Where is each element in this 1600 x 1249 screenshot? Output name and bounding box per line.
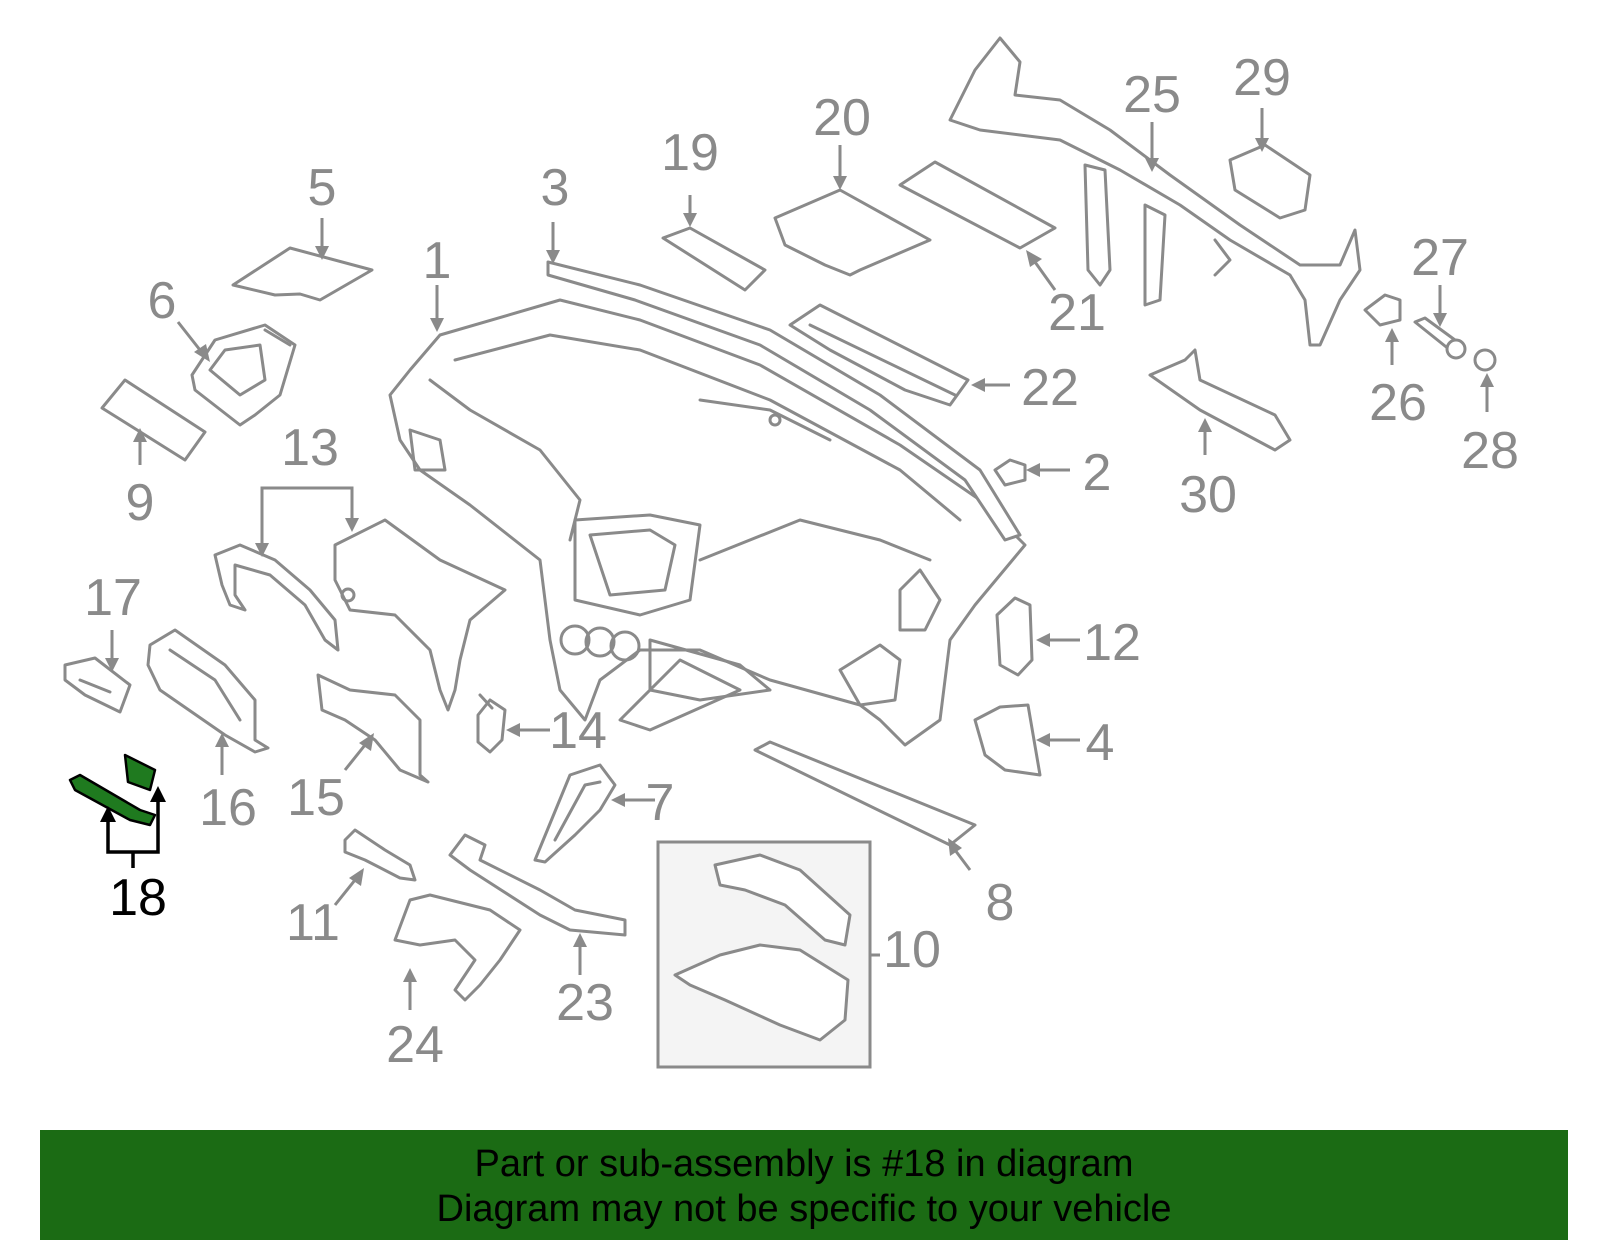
part-14-knob xyxy=(476,693,507,754)
part-17-switch xyxy=(63,656,132,714)
callout-3: 3 xyxy=(541,159,570,217)
callout-16: 16 xyxy=(199,779,257,837)
callout-1: 1 xyxy=(423,232,452,290)
part-5-cover xyxy=(231,246,374,302)
banner-line-1: Part or sub-assembly is #18 in diagram xyxy=(474,1143,1134,1185)
part-3-defroster-strip xyxy=(546,260,1022,542)
callout-17: 17 xyxy=(84,569,142,627)
part-19-panel xyxy=(661,226,767,292)
part-25-cross-beam xyxy=(948,36,1362,347)
part-22-speaker-grille xyxy=(788,303,970,407)
part-16-lower-panel xyxy=(146,628,270,754)
part-30-bracket xyxy=(1148,348,1292,452)
callout-29: 29 xyxy=(1233,49,1291,107)
callout-30: 30 xyxy=(1179,466,1237,524)
parts-diagram: 1234567891011121314151617181920212223242… xyxy=(63,36,1519,1074)
part-23-brace xyxy=(448,833,627,937)
callout-23: 23 xyxy=(556,974,614,1032)
info-banner: Part or sub-assembly is #18 in diagram D… xyxy=(40,1130,1568,1240)
callout-14: 14 xyxy=(549,702,607,760)
part-26-bracket xyxy=(1363,293,1402,327)
part-15-bracket xyxy=(316,673,430,784)
callout-20: 20 xyxy=(813,89,871,147)
callout-18: 18 xyxy=(109,869,167,927)
leader-lines xyxy=(105,108,1494,1010)
part-20-tray xyxy=(773,188,932,277)
callout-27: 27 xyxy=(1411,229,1469,287)
part-4-end-cap xyxy=(973,703,1042,777)
callout-12: 12 xyxy=(1083,614,1141,672)
part-11-bracket xyxy=(343,828,417,882)
part-18-highlighted xyxy=(68,753,157,827)
callout-4: 4 xyxy=(1086,714,1115,772)
part-29-module xyxy=(1228,143,1312,220)
callout-26: 26 xyxy=(1369,374,1427,432)
part-7-vent-bezel xyxy=(533,763,617,864)
part-24-lower-cover xyxy=(393,893,522,1002)
callout-25: 25 xyxy=(1123,66,1181,124)
part-10-inset xyxy=(656,840,872,1069)
callout-22: 22 xyxy=(1021,359,1079,417)
part-8-long-strip xyxy=(753,740,977,847)
callout-9: 9 xyxy=(126,474,155,532)
banner-line-2: Diagram may not be specific to your vehi… xyxy=(436,1188,1172,1230)
part-6-side-vent xyxy=(190,323,297,427)
leader-18 xyxy=(100,786,166,868)
part-1-instrument-panel xyxy=(388,298,1027,747)
part-2-clip xyxy=(993,458,1027,487)
callout-24: 24 xyxy=(386,1016,444,1074)
callout-labels: 1234567891011121314151617181920212223242… xyxy=(84,49,1519,1074)
callout-15: 15 xyxy=(287,769,345,827)
part-13-cluster-hood xyxy=(213,518,507,712)
callout-6: 6 xyxy=(148,272,177,330)
part-28-nut xyxy=(1473,348,1497,372)
callout-19: 19 xyxy=(661,124,719,182)
callout-10: 10 xyxy=(883,921,941,979)
part-21-airbag-cover xyxy=(898,160,1057,250)
callout-13: 13 xyxy=(281,419,339,477)
part-27-bolt xyxy=(1413,316,1467,360)
callout-11: 11 xyxy=(286,894,340,952)
callout-28: 28 xyxy=(1461,422,1519,480)
callout-8: 8 xyxy=(986,874,1015,932)
callout-7: 7 xyxy=(646,774,675,832)
callout-5: 5 xyxy=(308,159,337,217)
callout-2: 2 xyxy=(1083,444,1112,502)
part-9-trim-strip xyxy=(100,378,207,462)
callout-21: 21 xyxy=(1048,284,1106,342)
part-12-side-trim xyxy=(995,596,1034,677)
